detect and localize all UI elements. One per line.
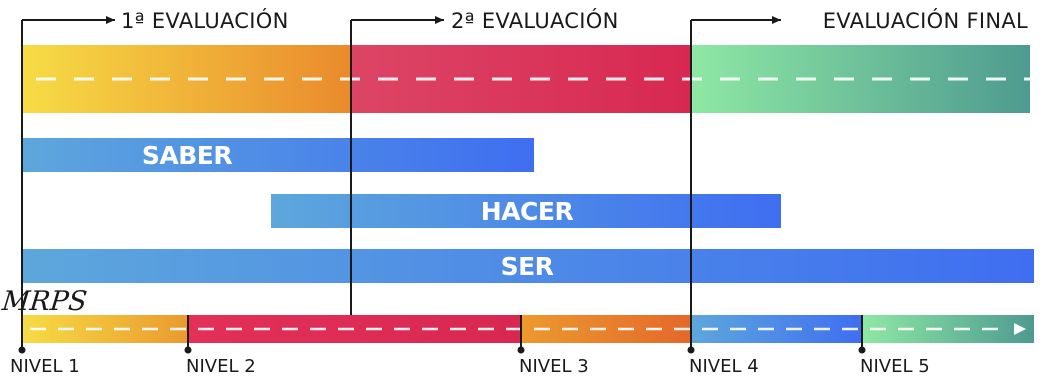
bar-ser [22, 249, 1034, 283]
level-label-1: NIVEL 1 [10, 356, 80, 377]
brand-logo: MRPS [0, 286, 89, 317]
bar-label-ser: SER [501, 252, 554, 281]
level-dot-3 [517, 346, 525, 354]
level-segment-5 [862, 315, 1034, 343]
level-label-5: NIVEL 5 [860, 356, 930, 377]
level-label-4: NIVEL 4 [689, 356, 759, 377]
bar-hacer [271, 194, 781, 228]
phase-band-2 [351, 45, 691, 113]
level-dot-4 [687, 346, 695, 354]
level-arrow-icon [1014, 323, 1026, 335]
bar-label-saber: SABER [142, 141, 232, 170]
bar-label-hacer: HACER [481, 197, 574, 226]
level-segment-1 [22, 315, 188, 343]
phase-label-1: 1ª EVALUACIÓN [121, 8, 289, 33]
level-segment-4 [691, 315, 862, 343]
phase-label-3: EVALUACIÓN FINAL [823, 8, 1028, 33]
level-dot-2 [184, 346, 192, 354]
phase-label-2: 2ª EVALUACIÓN [451, 8, 619, 33]
level-dot-5 [858, 346, 866, 354]
level-dot-1 [18, 346, 26, 354]
phase-band-3 [691, 45, 1030, 113]
level-label-2: NIVEL 2 [186, 356, 256, 377]
level-label-3: NIVEL 3 [519, 356, 589, 377]
bar-saber [22, 138, 534, 172]
phase-band-1 [22, 45, 351, 113]
